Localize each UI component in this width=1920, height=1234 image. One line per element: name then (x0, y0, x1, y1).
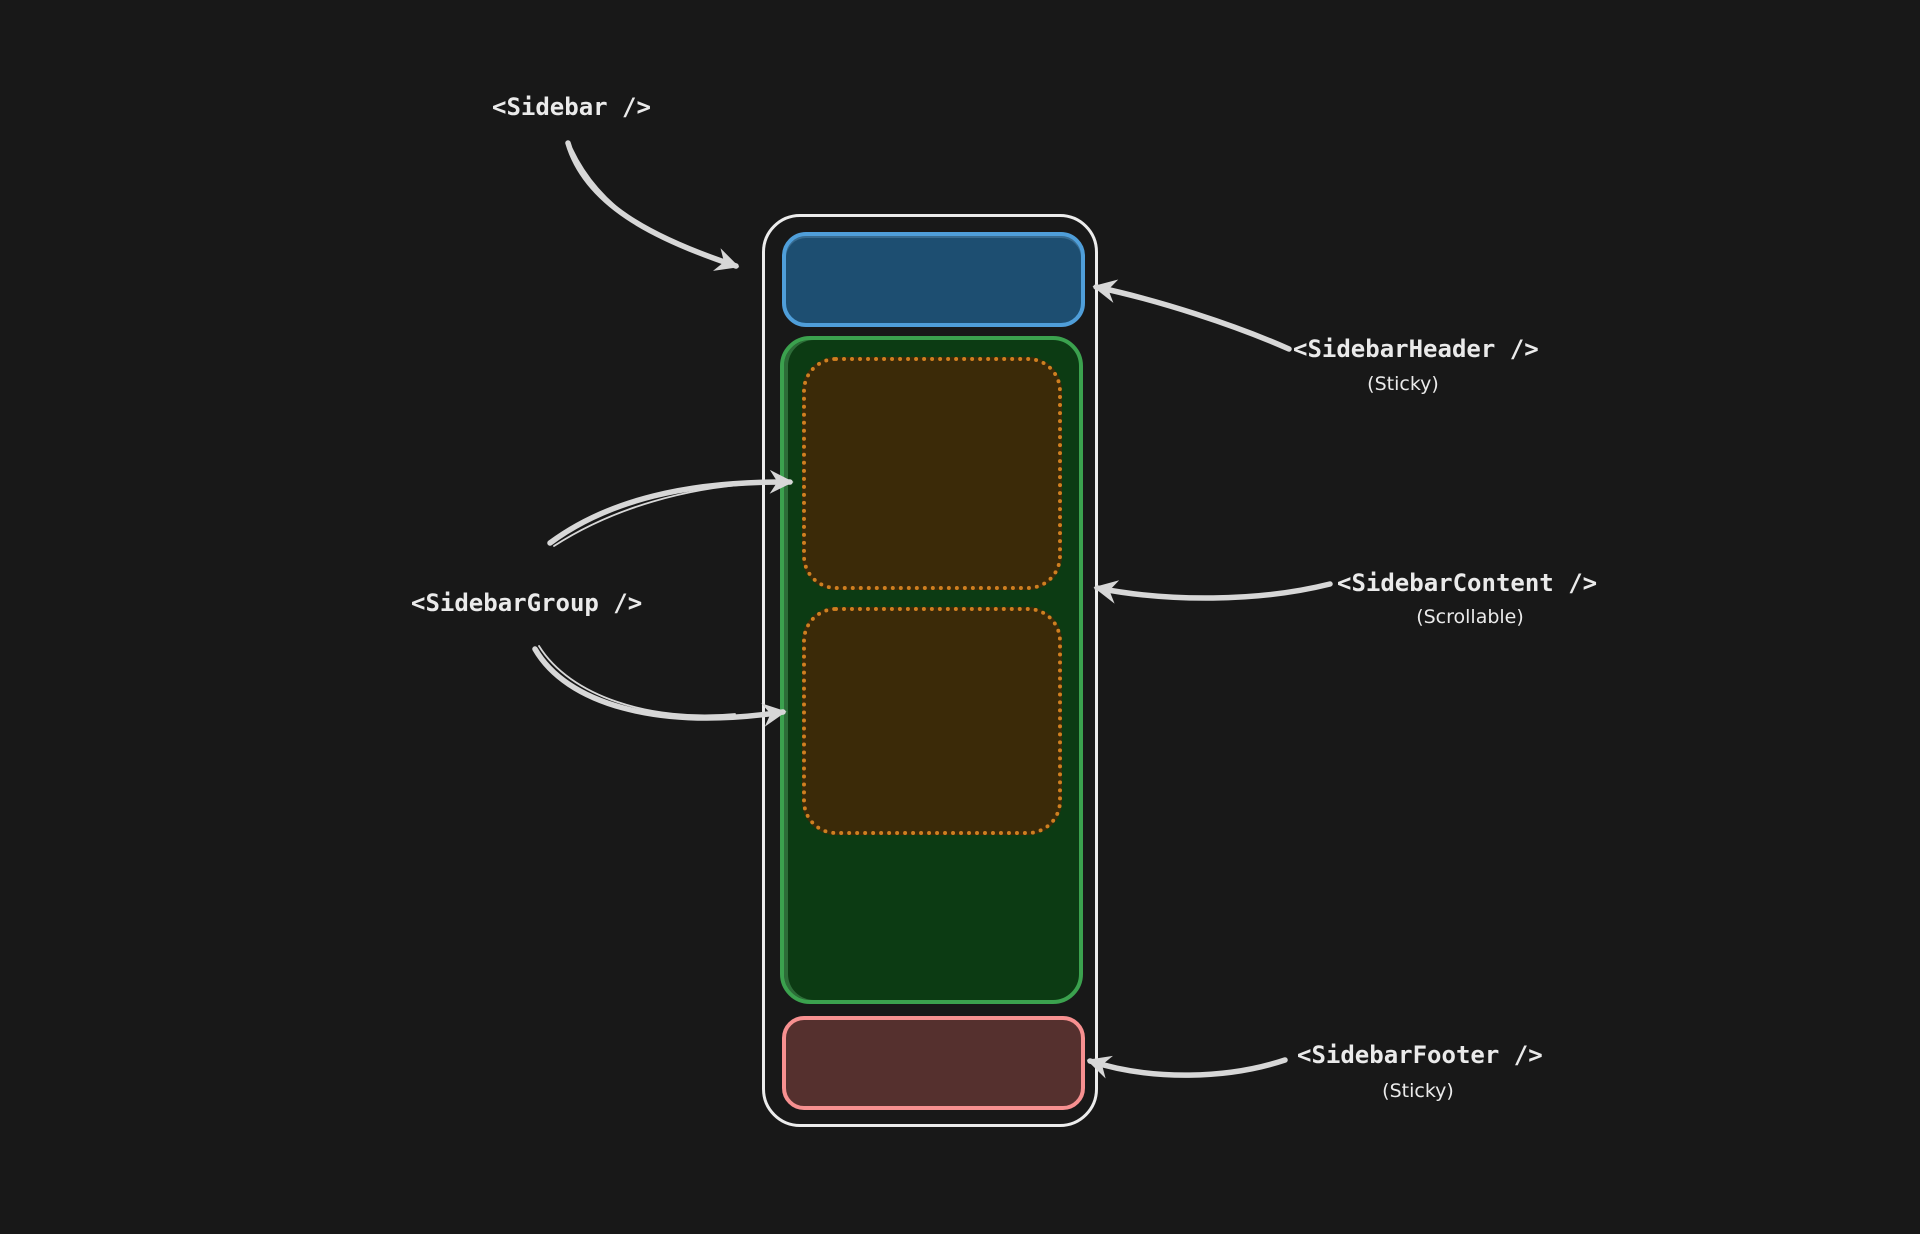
arrow-content (1093, 580, 1333, 604)
sidebar-header-sublabel: (Sticky) (1367, 373, 1439, 395)
sidebar-header-label: <SidebarHeader /> (1293, 335, 1539, 363)
arrow-sidebar-second-stroke (571, 148, 729, 262)
sidebar-footer-box (782, 1016, 1085, 1110)
sidebar-content-sublabel: (Scrollable) (1416, 606, 1524, 628)
arrow-group-1-second-stroke (553, 483, 753, 547)
arrow-header (1092, 279, 1292, 352)
sidebar-group-box-2 (802, 607, 1062, 835)
sidebar-label: <Sidebar /> (492, 93, 651, 121)
sidebar-header-box (782, 232, 1085, 327)
sidebar-footer-label: <SidebarFooter /> (1297, 1041, 1543, 1069)
arrow-group-2-second-stroke (538, 645, 736, 717)
arrow-footer (1086, 1055, 1288, 1079)
arrow-group-2 (532, 646, 787, 727)
arrow-sidebar (565, 140, 740, 271)
sidebar-group-label: <SidebarGroup /> (411, 589, 643, 617)
arrow-group-1 (547, 469, 794, 546)
sidebar-group-box-1 (802, 357, 1062, 590)
sidebar-footer-sublabel: (Sticky) (1382, 1080, 1454, 1102)
sidebar-content-label: <SidebarContent /> (1337, 569, 1598, 597)
